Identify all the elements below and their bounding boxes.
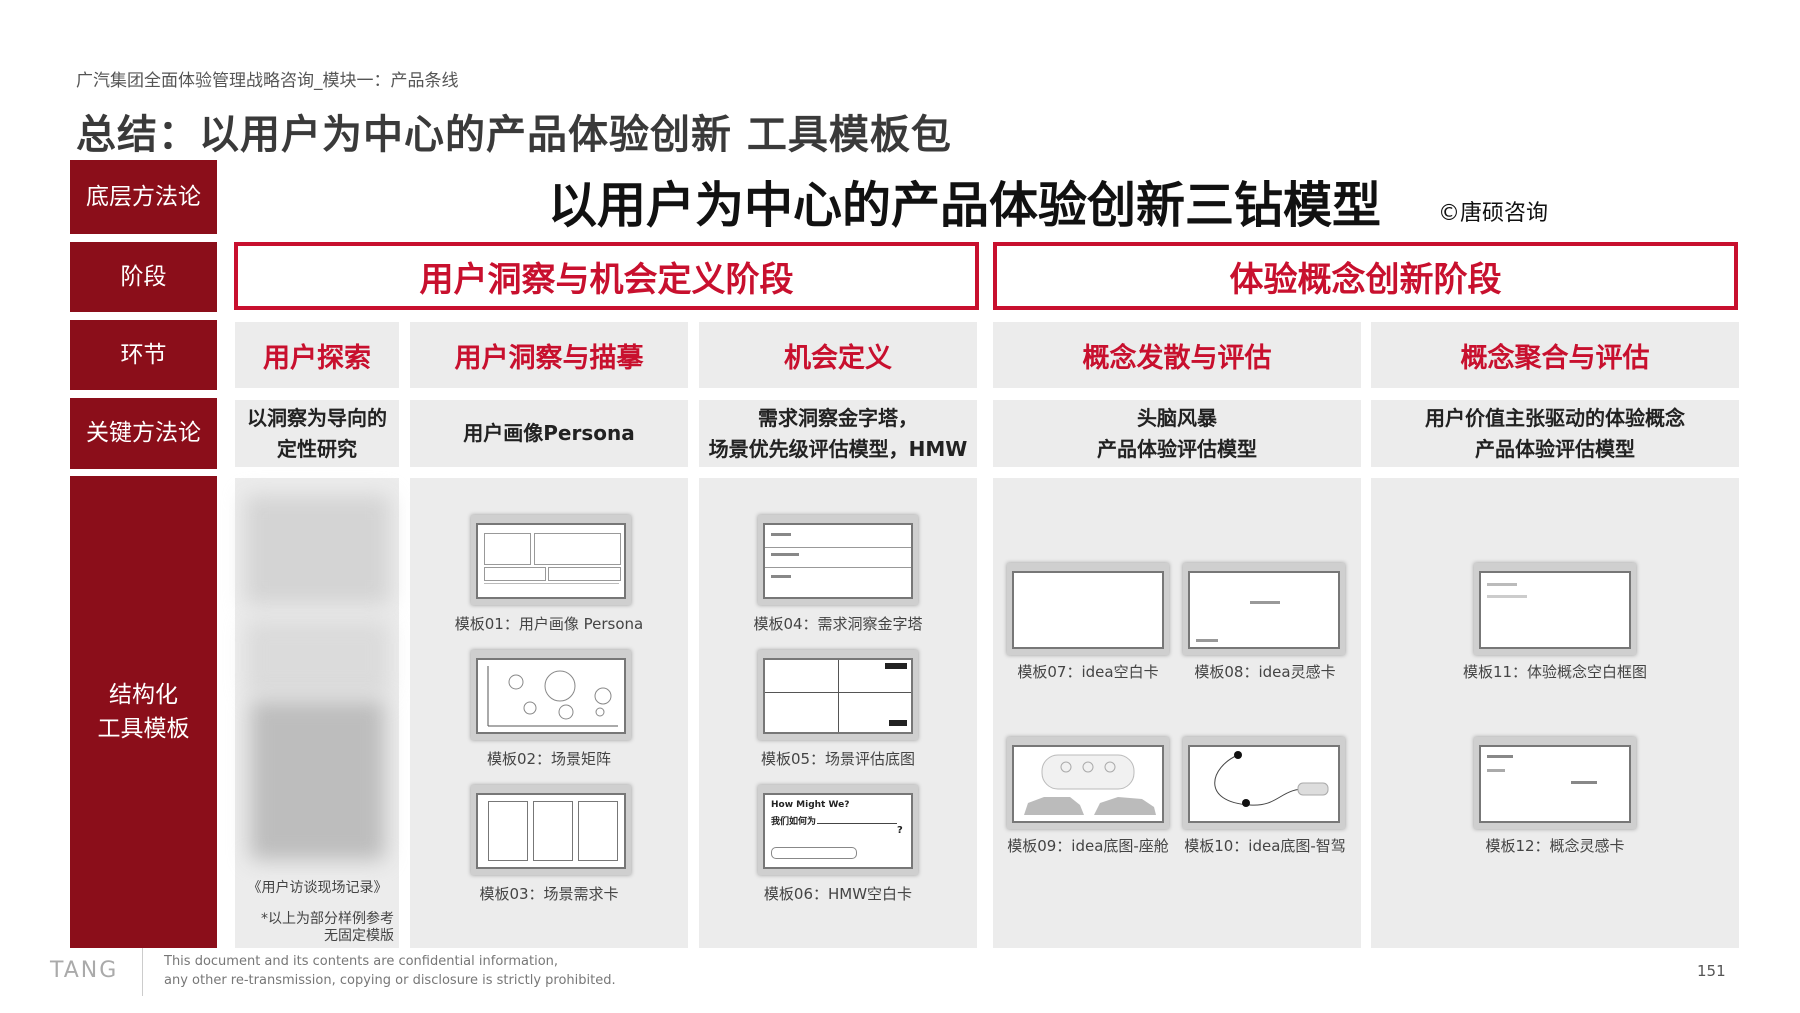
row-label-stage: 阶段	[70, 242, 217, 312]
model-title: 以用户为中心的产品体验创新三钻模型	[548, 177, 1382, 234]
link-portrait: 用户洞察与描摹	[410, 322, 688, 388]
interview-photo-blurred	[245, 495, 390, 605]
confidential-line-1: This document and its contents are confi…	[164, 954, 559, 969]
link-explore: 用户探索	[235, 322, 399, 388]
breadcrumb: 广汽集团全面体验管理战略咨询_模块一：产品条线	[76, 71, 459, 91]
template-thumbnail	[471, 515, 631, 605]
template-thumbnail	[758, 650, 918, 740]
row-label-key-method: 关键方法论	[70, 398, 217, 469]
template-caption: 模板10：idea底图-智驾	[1184, 837, 1346, 855]
interview-photo-blurred	[245, 620, 390, 695]
hmw-question-mark: ?	[897, 825, 903, 836]
link-converge: 概念聚合与评估	[1371, 322, 1739, 388]
template-caption: 模板04：需求洞察金字塔	[753, 615, 923, 633]
page-number: 151	[1697, 962, 1726, 980]
interview-photo-blurred	[250, 700, 385, 860]
page-title: 总结：以用户为中心的产品体验创新 工具模板包	[76, 112, 952, 158]
method-diverge: 头脑风暴 产品体验评估模型	[993, 400, 1361, 467]
stage-insight: 用户洞察与机会定义阶段	[234, 242, 979, 310]
method-converge: 用户价值主张驱动的体验概念 产品体验评估模型	[1371, 400, 1739, 467]
footer-divider	[142, 948, 143, 996]
link-opportunity: 机会定义	[699, 322, 977, 388]
confidential-line-2: any other re-transmission, copying or di…	[164, 972, 616, 988]
template-thumbnail	[1007, 737, 1169, 829]
template-caption: 模板02：场景矩阵	[486, 750, 612, 768]
template-caption: 模板06：HMW空白卡	[763, 885, 913, 903]
stage-concept: 体验概念创新阶段	[993, 242, 1738, 310]
template-thumbnail	[1474, 737, 1636, 829]
method-portrait: 用户画像Persona	[410, 400, 688, 467]
template-thumbnail	[471, 785, 631, 875]
method-opportunity: 需求洞察金字塔， 场景优先级评估模型，HMW	[699, 400, 977, 467]
template-caption: 模板05：场景评估底图	[760, 750, 916, 768]
template-caption: 模板01：用户画像 Persona	[454, 615, 644, 633]
template-caption: 模板03：场景需求卡	[479, 885, 619, 903]
interview-caption: 《用户访谈现场记录》	[247, 880, 388, 896]
hmw-text: 我们如何为	[771, 817, 817, 827]
template-thumbnail	[758, 515, 918, 605]
tools-panel-converge	[1371, 478, 1739, 948]
confidential-notice: This document and its contents are confi…	[164, 953, 616, 991]
row-label-link: 环节	[70, 320, 217, 390]
copyright-label: ©唐硕咨询	[1438, 201, 1549, 226]
template-thumbnail	[471, 650, 631, 740]
template-thumbnail	[1007, 563, 1169, 655]
template-thumbnail	[1474, 563, 1636, 655]
template-thumbnail	[1183, 563, 1345, 655]
template-caption: 模板09：idea底图-座舱	[1007, 837, 1169, 855]
template-thumbnail: How Might We? 我们如何为 ?	[758, 785, 918, 875]
template-thumbnail	[1183, 737, 1345, 829]
template-caption: 模板11：体验概念空白框图	[1462, 663, 1648, 681]
row-label-tools: 结构化 工具模板	[70, 476, 217, 948]
tang-logo: TANG	[50, 958, 119, 983]
link-diverge: 概念发散与评估	[993, 322, 1361, 388]
template-caption: 模板08：idea灵感卡	[1194, 663, 1336, 681]
tools-panel-diverge	[993, 478, 1361, 948]
template-caption: 模板07：idea空白卡	[1017, 663, 1159, 681]
method-explore: 以洞察为导向的 定性研究	[235, 400, 399, 467]
sample-note: *以上为部分样例参考 无固定模版	[261, 911, 394, 944]
hmw-text: How Might We?	[771, 800, 850, 810]
template-caption: 模板12：概念灵感卡	[1485, 837, 1625, 855]
row-label-method-base: 底层方法论	[70, 160, 217, 234]
